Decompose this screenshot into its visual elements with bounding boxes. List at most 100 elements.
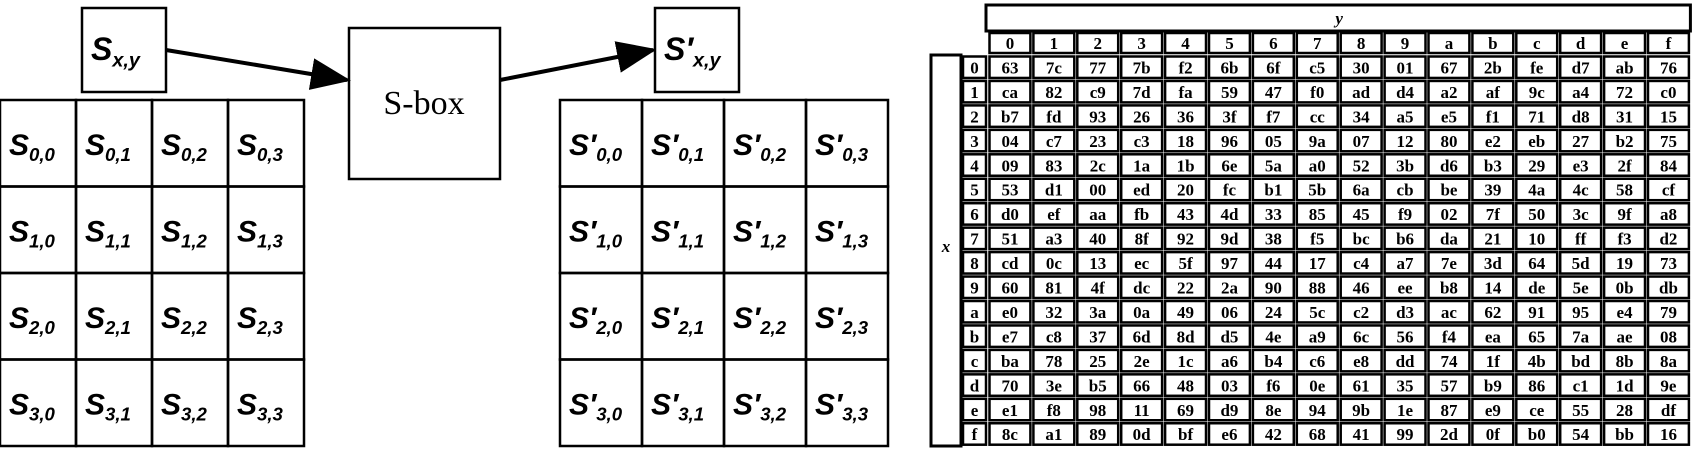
svg-text:cd: cd: [1001, 254, 1019, 273]
svg-text:10: 10: [1528, 230, 1545, 249]
svg-text:27: 27: [1572, 132, 1590, 151]
table-cell: 01: [1383, 55, 1427, 80]
table-cell: 04: [988, 128, 1032, 153]
table-cell: 50: [1515, 201, 1559, 226]
svg-text:ed: ed: [1133, 181, 1151, 200]
svg-text:19: 19: [1616, 254, 1633, 273]
svg-text:e4: e4: [1617, 303, 1634, 322]
table-cell: 8a: [1646, 348, 1691, 373]
input-state-cell-label: S3,2: [161, 389, 208, 425]
svg-text:34: 34: [1353, 107, 1371, 126]
table-cell: 70: [988, 373, 1032, 398]
table-cell: 0e: [1295, 373, 1339, 398]
table-cell: 86: [1515, 373, 1559, 398]
svg-text:7c: 7c: [1046, 58, 1063, 77]
table-cell: 19: [1602, 250, 1647, 275]
table-cell: 9d: [1207, 226, 1252, 251]
svg-text:a: a: [970, 303, 979, 322]
svg-text:b: b: [1488, 34, 1497, 53]
table-cell: 80: [1427, 128, 1471, 153]
svg-text:0c: 0c: [1046, 254, 1063, 273]
row-header: 7: [961, 226, 988, 251]
table-cell: 85: [1295, 201, 1339, 226]
svg-text:17: 17: [1309, 254, 1327, 273]
column-header: 8: [1339, 31, 1383, 55]
svg-text:06: 06: [1221, 303, 1238, 322]
svg-text:2b: 2b: [1484, 58, 1502, 77]
table-cell: ee: [1383, 275, 1427, 300]
table-cell: 73: [1646, 250, 1691, 275]
svg-text:8a: 8a: [1660, 352, 1678, 371]
input-state-cell-label: S2,2: [161, 302, 208, 338]
table-cell: 58: [1602, 177, 1647, 202]
svg-text:bd: bd: [1571, 352, 1590, 371]
svg-text:a8: a8: [1660, 205, 1677, 224]
table-cell: 67: [1427, 55, 1471, 80]
table-cell: 6c: [1339, 324, 1383, 349]
svg-text:aa: aa: [1089, 205, 1107, 224]
output-state-cell: S′3,2: [722, 358, 808, 448]
svg-text:32: 32: [1045, 303, 1062, 322]
table-cell: 61: [1339, 373, 1383, 398]
svg-text:48: 48: [1177, 376, 1194, 395]
output-state-cell: S′3,0: [558, 358, 644, 448]
svg-text:cb: cb: [1397, 181, 1414, 200]
svg-text:c6: c6: [1309, 352, 1325, 371]
svg-text:36: 36: [1177, 107, 1194, 126]
svg-text:95: 95: [1572, 303, 1589, 322]
svg-text:4d: 4d: [1220, 205, 1239, 224]
svg-text:59: 59: [1221, 83, 1238, 102]
table-cell: de: [1515, 275, 1559, 300]
table-cell: 52: [1339, 153, 1383, 178]
svg-text:b9: b9: [1484, 376, 1502, 395]
svg-text:bb: bb: [1615, 425, 1634, 444]
svg-text:f9: f9: [1398, 205, 1412, 224]
table-cell: 51: [988, 226, 1032, 251]
svg-text:6e: 6e: [1221, 156, 1238, 175]
output-state-cell-label: S′2,0: [569, 302, 623, 338]
svg-text:b1: b1: [1264, 181, 1282, 200]
row-header: 9: [961, 275, 988, 300]
svg-text:f: f: [972, 425, 978, 444]
svg-text:d9: d9: [1220, 401, 1238, 420]
input-state-cell: S3,3: [226, 358, 306, 448]
svg-text:5e: 5e: [1573, 279, 1590, 298]
svg-text:3e: 3e: [1046, 376, 1063, 395]
svg-text:d4: d4: [1396, 83, 1414, 102]
svg-text:ae: ae: [1617, 327, 1634, 346]
table-cell: cf: [1646, 177, 1691, 202]
svg-text:a6: a6: [1221, 352, 1238, 371]
table-cell: 0f: [1471, 422, 1515, 446]
table-cell: 66: [1119, 373, 1164, 398]
table-cell: f8: [1032, 397, 1076, 422]
svg-text:e: e: [971, 401, 979, 420]
table-cell: bb: [1602, 422, 1647, 446]
table-cell: b6: [1383, 226, 1427, 251]
svg-text:51: 51: [1001, 230, 1018, 249]
svg-text:b2: b2: [1616, 132, 1634, 151]
table-cell: 53: [988, 177, 1032, 202]
table-cell: cb: [1383, 177, 1427, 202]
svg-text:b3: b3: [1484, 156, 1502, 175]
output-state-cell: S′0,1: [640, 98, 726, 188]
column-header: 0: [988, 31, 1032, 55]
svg-text:6a: 6a: [1353, 181, 1371, 200]
table-cell: b1: [1251, 177, 1296, 202]
svg-text:dc: dc: [1133, 279, 1150, 298]
svg-text:57: 57: [1440, 376, 1458, 395]
table-cell: 23: [1076, 128, 1120, 153]
table-cell: e0: [988, 299, 1032, 324]
table-cell: 26: [1119, 104, 1164, 129]
table-cell: 02: [1427, 201, 1471, 226]
table-cell: 0b: [1602, 275, 1647, 300]
svg-text:40: 40: [1089, 230, 1106, 249]
table-cell: 59: [1207, 79, 1252, 104]
svg-text:83: 83: [1045, 156, 1062, 175]
table-cell: af: [1471, 79, 1515, 104]
table-cell: d2: [1646, 226, 1691, 251]
svg-text:24: 24: [1265, 303, 1283, 322]
